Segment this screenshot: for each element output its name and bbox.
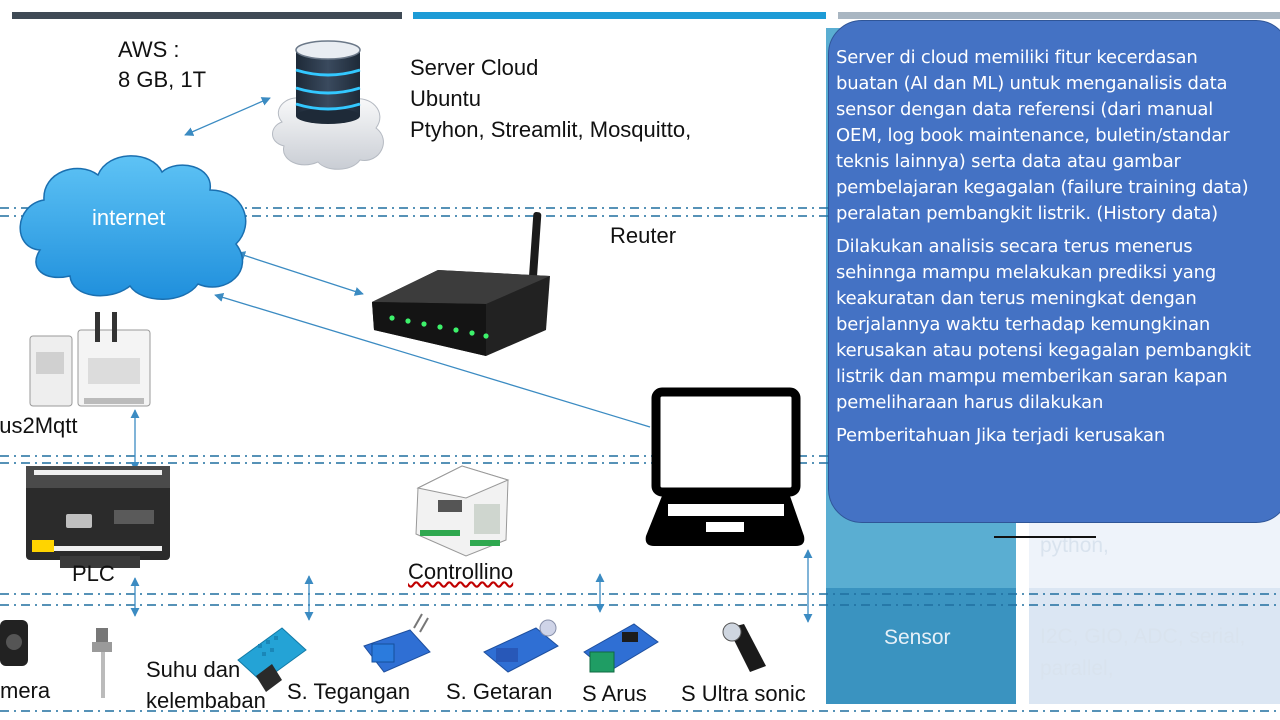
server-spec-line-2: 8 GB, 1T xyxy=(118,67,207,92)
panel-sensor-desc-1: I2C, GIO, ADC, serial, xyxy=(1040,625,1246,648)
plc-label: PLC xyxy=(72,561,115,586)
gateway-module-icon xyxy=(29,312,151,407)
panel-sensor-label: Sensor xyxy=(884,626,951,649)
camera-label: mera xyxy=(0,678,51,703)
controllino-icon xyxy=(415,465,510,557)
voltage-sensor-icon xyxy=(363,613,431,673)
laptop-icon xyxy=(645,387,805,546)
temperature-probe-icon xyxy=(92,628,112,698)
controllino-label: Controllino xyxy=(408,559,514,584)
arrow-internet-server xyxy=(184,97,271,136)
internet-label: internet xyxy=(92,205,166,230)
arrow-internet-router xyxy=(236,251,364,296)
server-title-line-3: Ptyhon, Streamlit, Mosquitto, xyxy=(410,117,692,142)
panel-underline xyxy=(994,536,1096,538)
gateway-label: bus2Mqtt xyxy=(0,413,78,438)
humidity-sensor-icon xyxy=(237,627,307,692)
ultrasonic-sensor-label: S Ultra sonic xyxy=(681,681,806,706)
panel-sensor-desc-2: parallel, xyxy=(1040,657,1114,680)
arrow-laptop-internet xyxy=(214,293,651,428)
callout-paragraph-notification: Pemberitahuan Jika terjadi kerusakan xyxy=(836,425,1166,446)
panel-sensor-cell xyxy=(826,588,1016,704)
router-label: Reuter xyxy=(610,223,677,248)
panel-python-text: python, xyxy=(1040,534,1109,557)
vibration-sensor-icon xyxy=(483,619,559,673)
server-spec-line-1: AWS : xyxy=(118,37,180,62)
ultrasonic-sensor-icon xyxy=(722,622,766,672)
vibration-sensor-label: S. Getaran xyxy=(446,679,553,704)
server-title-line-2: Ubuntu xyxy=(410,86,481,111)
cloud-server-icon xyxy=(272,40,384,170)
router-icon xyxy=(372,212,550,356)
ai-description-callout: Server di cloud memiliki fitur kecerdasa… xyxy=(828,20,1280,523)
humidity-label-line-2: kelembaban xyxy=(146,688,266,713)
current-sensor-label: S Arus xyxy=(582,681,647,706)
current-sensor-icon xyxy=(583,623,659,673)
connection-arrows xyxy=(130,97,813,623)
callout-paragraph-analysis: Dilakukan analisis secara terus menerus … xyxy=(836,236,1251,413)
plc-icon xyxy=(26,466,170,568)
voltage-sensor-label: S. Tegangan xyxy=(287,679,411,704)
callout-paragraph-ai: Server di cloud memiliki fitur kecerdasa… xyxy=(836,47,1249,224)
panel-sensor-desc-cell xyxy=(1029,588,1280,704)
humidity-label-line-1: Suhu dan xyxy=(146,657,241,682)
internet-cloud-icon xyxy=(19,155,247,300)
camera-icon xyxy=(0,620,28,666)
server-title-line-1: Server Cloud xyxy=(410,55,539,80)
top-header-bars xyxy=(12,12,1280,19)
